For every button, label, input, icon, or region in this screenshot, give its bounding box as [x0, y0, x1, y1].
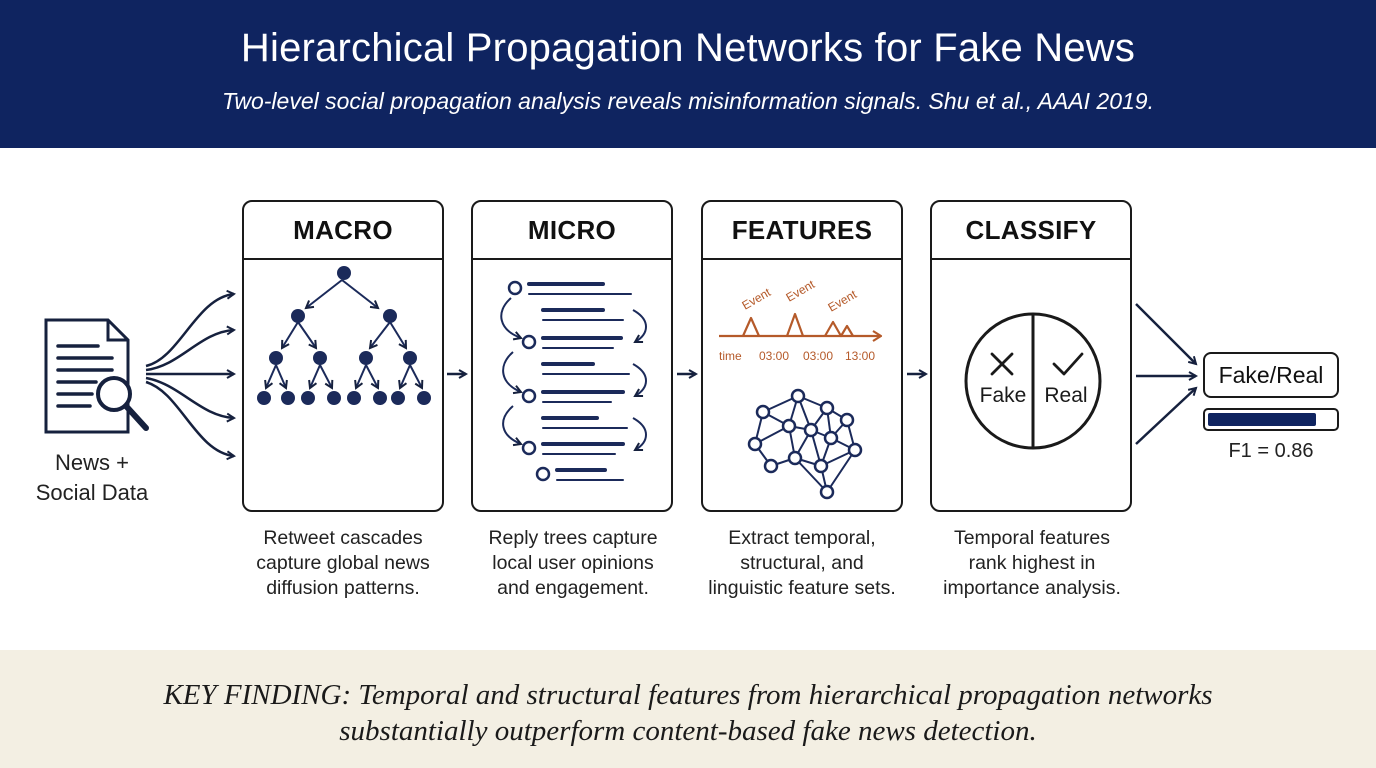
header-banner: Hierarchical Propagation Networks for Fa…: [0, 0, 1376, 148]
classify-card: CLASSIFY Fake Real: [930, 200, 1132, 512]
event-label-3: Event: [826, 287, 860, 315]
time-tick-2: 03:00: [803, 349, 833, 363]
f1-score-bar: [1203, 408, 1339, 431]
fake-label: Fake: [980, 384, 1027, 407]
reply-thread-icon: [500, 280, 647, 482]
features-card-title: FEATURES: [703, 202, 901, 260]
macro-card-title: MACRO: [244, 202, 442, 260]
page-subtitle: Two-level social propagation analysis re…: [222, 88, 1154, 114]
time-tick-1: 03:00: [759, 349, 789, 363]
micro-card: MICRO: [471, 200, 673, 512]
time-tick-3: 13:00: [845, 349, 875, 363]
pipeline-connectors: [145, 148, 1376, 650]
cross-icon: [990, 352, 1014, 376]
input-fan-arrows: [145, 294, 234, 456]
key-finding-footer: KEY FINDING: Temporal and structural fea…: [0, 650, 1376, 768]
event-label-2: Event: [784, 277, 818, 305]
key-finding-text: KEY FINDING: Temporal and structural fea…: [163, 679, 1213, 747]
check-icon: [1052, 352, 1084, 376]
timeline-and-network-icon: Event Event Event time 03:00 03:00 13:00: [719, 277, 883, 500]
f1-score-fill: [1208, 413, 1317, 426]
real-label: Real: [1044, 384, 1087, 407]
classify-card-title: CLASSIFY: [932, 202, 1130, 260]
input-label: News + Social Data: [35, 450, 149, 505]
f1-score-label: F1 = 0.86: [1228, 440, 1314, 462]
page-title: Hierarchical Propagation Networks for Fa…: [240, 26, 1136, 70]
output-arrows: [1135, 303, 1196, 445]
micro-card-title: MICRO: [473, 202, 671, 260]
pipeline-diagram: News + Social Data MACRO: [0, 148, 1376, 650]
retweet-cascade-tree-icon: [257, 266, 431, 405]
macro-card: MACRO: [242, 200, 444, 512]
result-label-box: Fake/Real: [1203, 352, 1339, 398]
features-card: FEATURES Event Event Event time 03:00 03…: [701, 200, 903, 512]
document-search-icon: [44, 318, 149, 434]
event-label-1: Event: [740, 285, 774, 313]
time-axis-label: time: [719, 349, 742, 363]
temporal-timeline: [719, 312, 883, 342]
fake-real-split-icon: Fake Real: [964, 312, 1102, 450]
